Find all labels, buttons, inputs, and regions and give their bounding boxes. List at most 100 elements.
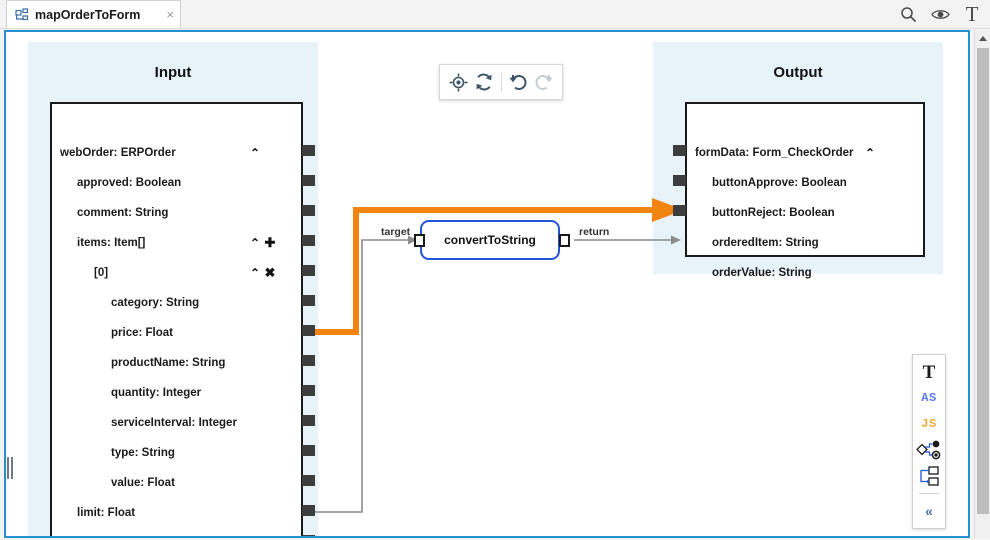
search-icon[interactable] (898, 4, 918, 24)
text-icon[interactable]: T (965, 1, 979, 26)
tree-row-label: approved: Boolean (77, 177, 182, 189)
canvas-vertical-scrollbar[interactable] (974, 30, 990, 538)
mapping-icon (15, 7, 29, 22)
node-output-port[interactable] (559, 234, 570, 247)
tool-palette: T AS JS (912, 354, 946, 529)
tree-row-label: comment: String (77, 207, 169, 219)
remove-item-icon[interactable]: ✖ (264, 265, 276, 280)
node-input-port-label: target (381, 226, 411, 238)
tree-row-label: orderedItem: String (712, 237, 819, 249)
tree-row-label: value: Float (111, 477, 175, 489)
connection-port[interactable] (302, 145, 315, 156)
tree-row[interactable]: orderedItem: String (712, 228, 915, 258)
tree-row-label: type: String (111, 447, 175, 459)
close-icon[interactable]: × (166, 7, 174, 22)
canvas-toolbar (439, 64, 563, 100)
connection-port[interactable] (302, 505, 315, 516)
tree-row[interactable]: comment: String (77, 198, 293, 228)
input-tree-box: webOrder: ERPOrder ⌃ approved: Boolean comm… (50, 102, 303, 538)
center-target-icon[interactable] (446, 69, 470, 95)
connection-port[interactable] (673, 145, 686, 156)
tree-row[interactable]: quantity: Integer (111, 378, 293, 408)
connection-port[interactable] (302, 265, 315, 276)
tree-row-actions: ⌃ (248, 146, 262, 160)
diagram-canvas[interactable]: Input webOrder: ERPOrder ⌃ approved: Boole… (4, 30, 970, 538)
tree-row-label: category: String (111, 297, 200, 309)
tree-row[interactable]: items: Item[]⌃✚ (77, 228, 293, 258)
tab-title: mapOrderToForm (35, 7, 141, 22)
node-input-port[interactable] (414, 234, 425, 247)
tree-row[interactable]: [0] ⌃✖ (94, 258, 293, 288)
connection-port[interactable] (302, 475, 315, 486)
tree-row[interactable]: approved: Boolean (77, 168, 293, 198)
input-panel-title: Input (154, 64, 192, 81)
node-title: convertToString (444, 233, 536, 247)
tree-row[interactable]: serviceInterval: Integer (111, 408, 293, 438)
actionscript-tool-icon[interactable]: AS (921, 391, 937, 405)
tree-row[interactable]: productName: String (111, 348, 293, 378)
tree-row-label: price: Float (111, 327, 173, 339)
group-node-tool-icon[interactable] (913, 463, 945, 489)
toolbar-divider (500, 73, 502, 91)
connection-port[interactable] (302, 235, 315, 246)
flow-node-tool-icon[interactable] (913, 437, 945, 463)
add-item-icon[interactable]: ✚ (264, 235, 276, 250)
tree-row-label: webOrder: ERPOrder (60, 147, 176, 159)
undo-icon[interactable] (505, 69, 529, 95)
tab-map-order-to-form[interactable]: mapOrderToForm × (6, 0, 181, 28)
connection-port[interactable] (302, 535, 315, 536)
tree-row[interactable]: value: Float (111, 468, 293, 498)
connection-port[interactable] (302, 415, 315, 426)
tree-row-actions: ⌃✖ (248, 265, 278, 281)
tree-row[interactable]: buttonApprove: Boolean (712, 168, 915, 198)
connection-port[interactable] (302, 205, 315, 216)
tree-row-label: orderValue: String (712, 267, 812, 279)
output-panel-title: Output (773, 64, 823, 81)
tree-row[interactable]: buttonReject: Boolean (712, 198, 915, 228)
tree-row[interactable]: orderValue: String (712, 258, 915, 288)
tree-row[interactable]: limit: Float (77, 498, 293, 528)
tree-row-label: serviceInterval: Integer (111, 417, 237, 429)
connection-port[interactable] (302, 295, 315, 306)
refresh-icon[interactable] (472, 69, 496, 95)
chevron-up-icon[interactable]: ⌃ (249, 236, 261, 250)
redo-icon (532, 69, 556, 95)
chevron-up-icon[interactable]: ⌃ (249, 266, 261, 280)
node-output-port-label: return (579, 226, 610, 238)
connection-port[interactable] (302, 355, 315, 366)
connection-port[interactable] (302, 325, 315, 336)
output-tree-box: formData: Form_CheckOrder ⌃ buttonApprove:… (685, 102, 925, 279)
eye-icon[interactable] (930, 4, 950, 24)
connection-port[interactable] (302, 445, 315, 456)
tree-row[interactable]: openBalance: Float (77, 528, 293, 538)
collapse-palette-icon[interactable]: « (925, 503, 933, 519)
tab-bar: mapOrderToForm × T (0, 0, 990, 29)
node-convert-to-string[interactable]: convertToString (420, 220, 560, 260)
tree-row-label: quantity: Integer (111, 387, 202, 399)
javascript-tool-icon[interactable]: JS (921, 417, 937, 431)
scrollbar-thumb[interactable] (977, 48, 989, 514)
scroll-up-icon[interactable] (975, 30, 990, 46)
connection-port[interactable] (673, 175, 686, 186)
tree-row-label: openBalance: Float (77, 537, 183, 538)
chevron-up-icon[interactable]: ⌃ (249, 146, 261, 160)
connection-port[interactable] (302, 175, 315, 186)
tree-row[interactable]: webOrder: ERPOrder ⌃ (60, 138, 293, 168)
tree-row-label: [0] (94, 267, 109, 279)
edge-openbalance-target (309, 239, 408, 513)
connection-port[interactable] (673, 205, 686, 216)
tree-row-label: buttonApprove: Boolean (712, 177, 847, 189)
tree-row-actions: ⌃ (863, 146, 877, 160)
palette-divider (919, 493, 939, 494)
tree-row[interactable]: price: Float (111, 318, 293, 348)
connection-port[interactable] (302, 385, 315, 396)
chevron-up-icon[interactable]: ⌃ (864, 146, 876, 160)
left-resize-handle[interactable] (6, 456, 14, 480)
tree-row[interactable]: type: String (111, 438, 293, 468)
tree-row[interactable]: formData: Form_CheckOrder ⌃ (695, 138, 915, 168)
tree-row[interactable]: category: String (111, 288, 293, 318)
text-tool-icon[interactable]: T (922, 361, 936, 383)
tree-row-label: formData: Form_CheckOrder (695, 147, 854, 159)
top-icon-group: T (898, 0, 982, 28)
